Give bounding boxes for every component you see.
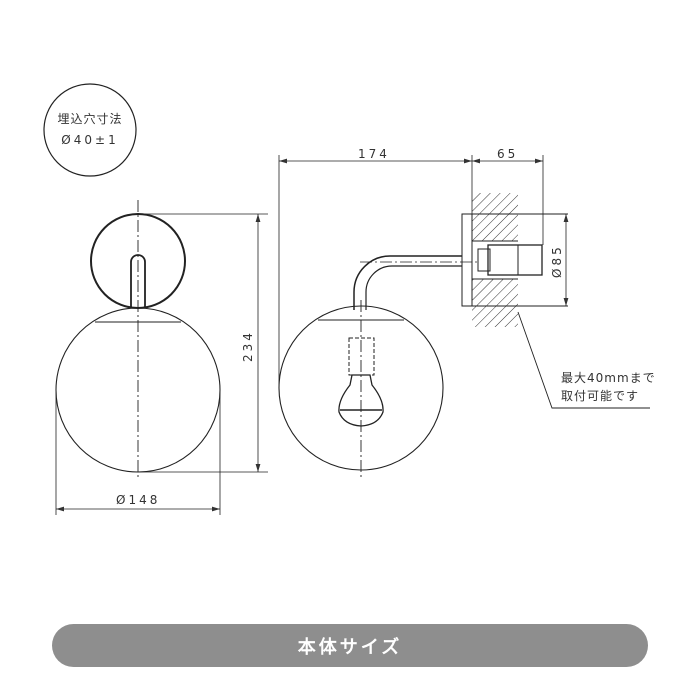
height-dimension: 234: [241, 330, 255, 362]
base-diameter-dimension: Ø85: [550, 244, 564, 278]
hole-size-note: 埋込穴寸法 Ø40±1: [43, 83, 137, 177]
hole-note-line2: Ø40±1: [61, 133, 118, 147]
mount-note-line2: 取付可能です: [561, 389, 639, 403]
front-view: [55, 200, 268, 515]
side-view: [278, 155, 650, 478]
base-depth-dimension: 65: [497, 147, 518, 161]
width-dimension: Ø148: [116, 493, 160, 507]
projection-dimension: 174: [358, 147, 390, 161]
banner-label: 本体サイズ: [297, 636, 403, 658]
hole-note-line1: 埋込穴寸法: [57, 111, 122, 126]
section-banner: 本体サイズ: [52, 624, 648, 667]
mount-note-line1: 最大40mmまで: [561, 371, 656, 385]
